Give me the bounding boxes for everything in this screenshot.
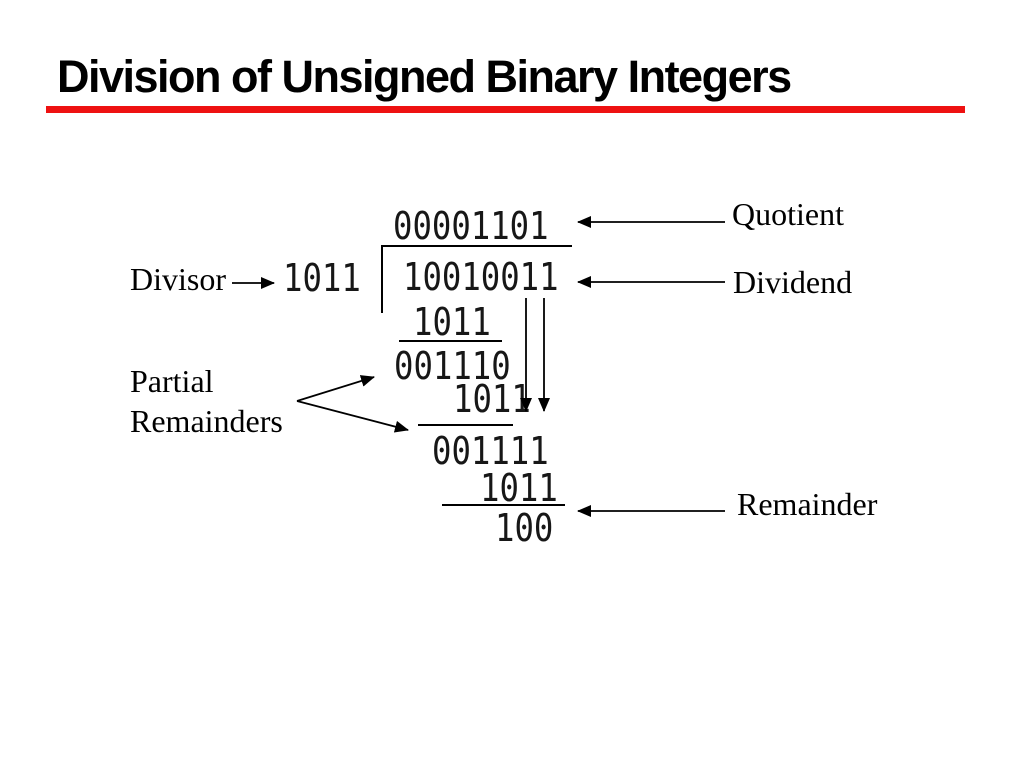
divisor-value: 1011 <box>283 256 361 300</box>
division-bracket-horizontal-line <box>381 245 572 247</box>
subtrahend-3-value: 1011 <box>480 466 558 510</box>
remainder-value: 100 <box>495 506 554 550</box>
subtraction-line-3 <box>442 504 565 506</box>
label-quotient: Quotient <box>732 196 844 232</box>
label-partial-remainders-line2: Remainders <box>130 403 283 439</box>
division-bracket-vertical-line <box>381 245 383 313</box>
partial-remainder-2-value: 001111 <box>432 429 549 473</box>
label-remainder: Remainder <box>737 486 878 522</box>
label-partial-remainders: Partial Remainders <box>130 361 283 441</box>
partial-remainder-1-value: 001110 <box>394 344 511 388</box>
subtraction-line-1 <box>399 340 502 342</box>
quotient-value: 00001101 <box>393 204 549 248</box>
label-partial-remainders-line1: Partial <box>130 363 214 399</box>
subtrahend-1-value: 1011 <box>413 300 491 344</box>
label-divisor: Divisor <box>130 261 226 297</box>
subtraction-line-2 <box>418 424 513 426</box>
label-dividend: Dividend <box>733 264 853 300</box>
subtrahend-2-value: 1011 <box>453 377 531 421</box>
dividend-value: 10010011 <box>403 255 559 299</box>
partial-remainders-upper-arrow-icon <box>296 375 375 402</box>
title-underline <box>46 106 965 113</box>
partial-remainders-lower-arrow-icon <box>296 400 409 433</box>
slide-title: Division of Unsigned Binary Integers <box>57 51 792 102</box>
